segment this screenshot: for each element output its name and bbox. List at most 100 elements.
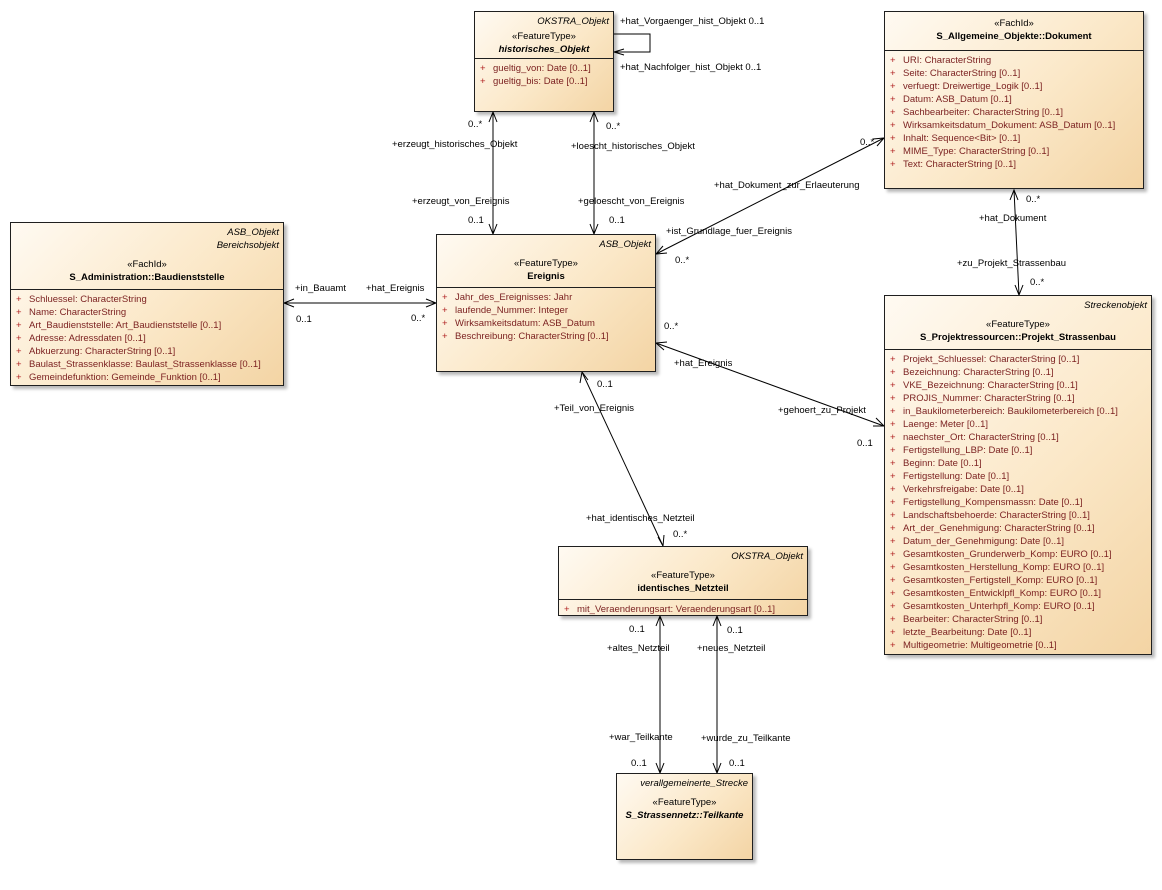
attribute-text: Text: CharacterString [0..1] [903, 159, 1016, 170]
visibility-marker: + [890, 458, 896, 469]
attribute-text: Sachbearbeiter: CharacterString [0..1] [903, 107, 1064, 118]
class-historisches-objekt[interactable]: OKSTRA_Objekt «FeatureType» historisches… [474, 11, 614, 112]
attribute-text: Fertigstellung_Kompensmassn: Date [0..1] [903, 497, 1083, 508]
visibility-marker: + [890, 497, 896, 508]
visibility-marker: + [890, 107, 896, 118]
visibility-marker: + [890, 549, 896, 560]
attribute: +Beginn: Date [0..1] [890, 457, 1148, 470]
class-dokument[interactable]: «FachId» S_Allgemeine_Objekte::Dokument … [884, 11, 1144, 189]
visibility-marker: + [890, 601, 896, 612]
attribute: +laufende_Nummer: Integer [442, 304, 652, 317]
attribute-text: Wirksamkeitsdatum_Dokument: ASB_Datum [0… [903, 120, 1116, 131]
attribute: + Sachbearbeiter: CharacterString [0..1] [890, 106, 1140, 119]
attribute-text: gueltig_von: Date [0..1] [493, 63, 591, 74]
class-teilkante[interactable]: verallgemeinerte_Strecke «FeatureType» S… [616, 773, 753, 860]
arrowhead [712, 614, 722, 627]
attribute-text: Adresse: Adressdaten [0..1] [29, 333, 146, 344]
attribute-text: Fertigstellung: Date [0..1] [903, 471, 1010, 482]
attribute: +Schluessel: CharacterString [16, 293, 280, 306]
association-dokument-projekt-line [1013, 189, 1020, 296]
class-identisches-netzteil[interactable]: OKSTRA_Objekt «FeatureType» identisches_… [558, 546, 808, 616]
attribute-text: PROJIS_Nummer: CharacterString [0..1] [903, 393, 1075, 404]
class-stereotype: «FeatureType» [512, 31, 576, 42]
class-name: S_Strassennetz::Teilkante [625, 810, 744, 821]
attribute-text: naechster_Ort: CharacterString [0..1] [903, 432, 1059, 443]
attribute: +Verkehrsfreigabe: Date [0..1] [890, 483, 1148, 496]
class-stereotype: «FeatureType» [652, 797, 717, 808]
attribute-text: Gesamtkosten_Entwicklpfl_Komp: EURO [0..… [903, 588, 1101, 599]
attribute-list: +Projekt_Schluessel: CharacterString [0.… [885, 350, 1151, 654]
attribute: +Datum: ASB_Datum [0..1] [890, 93, 1140, 106]
arrowhead [612, 48, 625, 56]
visibility-marker: + [442, 318, 448, 329]
label-hat-ereignis: +hat_Ereignis [366, 283, 425, 294]
visibility-marker: + [890, 367, 896, 378]
visibility-marker: + [890, 419, 896, 430]
visibility-marker: + [890, 523, 896, 534]
attribute: +PROJIS_Nummer: CharacterString [0..1] [890, 392, 1148, 405]
visibility-marker: + [890, 406, 896, 417]
attribute: +Jahr_des_Ereignisses: Jahr [442, 291, 652, 304]
class-ereignis[interactable]: ASB_Objekt «FeatureType» Ereignis +Jahr_… [436, 234, 656, 372]
attribute: +gueltig_bis: Date [0..1] [480, 75, 610, 88]
attribute-list: +mit_Veraenderungsart: Veraenderungsart … [559, 600, 807, 618]
attribute-text: Name: CharacterString [29, 307, 127, 318]
attribute-text: Seite: CharacterString [0..1] [903, 68, 1021, 79]
attribute-text: Gesamtkosten_Grunderwerb_Komp: EURO [0..… [903, 549, 1112, 560]
class-name: historisches_Objekt [498, 44, 590, 55]
visibility-marker: + [890, 510, 896, 521]
visibility-marker: + [890, 146, 896, 157]
attribute-text: Multigeometrie: Multigeometrie [0..1] [903, 640, 1057, 651]
visibility-marker: + [890, 484, 896, 495]
visibility-marker: + [16, 294, 22, 305]
multiplicity-label: 0..1 [468, 215, 484, 226]
attribute-text: Landschaftsbehoerde: CharacterString [0.… [903, 510, 1090, 521]
multiplicity-label: 0..* [411, 313, 426, 324]
visibility-marker: + [480, 63, 486, 74]
class-stereotype: «FachId» [994, 18, 1034, 29]
label-in-bauamt: +in_Bauamt [295, 283, 346, 294]
visibility-marker: + [890, 68, 896, 79]
multiplicity-label: 0..1 [857, 438, 873, 449]
attribute-text: letzte_Bearbeitung: Date [0..1] [903, 627, 1032, 638]
attribute: + Landschaftsbehoerde: CharacterString [0… [890, 509, 1148, 522]
attribute: +Abkuerzung: CharacterString [0..1] [16, 345, 280, 358]
class-baudienststelle[interactable]: ASB_Objekt Bereichsobjekt «FachId» S_Adm… [10, 222, 284, 386]
class-parent: OKSTRA_Objekt [537, 16, 609, 27]
visibility-marker: + [16, 346, 22, 357]
class-parent: ASB_Objekt [599, 239, 651, 250]
attribute: +Gesamtkosten_Unterhpfl_Komp: EURO [0..1… [890, 600, 1148, 613]
attribute-text: Jahr_des_Ereignisses: Jahr [455, 292, 573, 303]
visibility-marker: + [890, 81, 896, 92]
attribute: +letzte_Bearbeitung: Date [0..1] [890, 626, 1148, 639]
visibility-marker: + [890, 133, 896, 144]
multiplicity-label: 0..1 [609, 215, 625, 226]
label-hat-nachfolger: +hat_Nachfolger_hist_Objekt 0..1 [620, 62, 762, 73]
attribute-text: VKE_Bezeichnung: CharacterString [0..1] [903, 380, 1078, 391]
attribute-list: + gueltig_von: Date [0..1] +gueltig_bis: … [475, 59, 613, 90]
attribute-text: MIME_Type: CharacterString [0..1] [903, 146, 1050, 157]
visibility-marker: + [16, 372, 22, 383]
visibility-marker: + [890, 536, 896, 547]
label-gehoert-zu-projekt: +gehoert_zu_Projekt [778, 405, 866, 416]
attribute: +Art_Baudienststelle: Art_Baudienststell… [16, 319, 280, 332]
attribute: +Gemeindefunktion: Gemeinde_Funktion [0.… [16, 371, 280, 384]
class-parent: verallgemeinerte_Strecke [640, 778, 748, 789]
attribute: +Baulast_Strassenklasse: Baulast_Strasse… [16, 358, 280, 371]
visibility-marker: + [890, 94, 896, 105]
attribute-list: +Schluessel: CharacterString + Name: Char… [11, 290, 283, 386]
attribute-text: Inhalt: Sequence<Bit> [0..1] [903, 133, 1021, 144]
label-ist-grundlage-fuer-ereignis: +ist_Grundlage_fuer_Ereignis [666, 226, 792, 237]
visibility-marker: + [890, 640, 896, 651]
class-projekt-strassenbau[interactable]: Streckenobjekt «FeatureType» S_Projektre… [884, 295, 1152, 655]
arrowhead [654, 245, 668, 255]
attribute-text: Beschreibung: CharacterString [0..1] [455, 331, 609, 342]
attribute-text: mit_Veraenderungsart: Veraenderungsart [… [577, 604, 776, 615]
multiplicity-label: 0..1 [296, 314, 312, 325]
attribute: +Fertigstellung: Date [0..1] [890, 470, 1148, 483]
multiplicity-label: 0..* [675, 255, 690, 266]
class-stereotype: «FeatureType» [651, 570, 715, 581]
attribute: +naechster_Ort: CharacterString [0..1] [890, 431, 1148, 444]
arrowhead [282, 298, 295, 308]
